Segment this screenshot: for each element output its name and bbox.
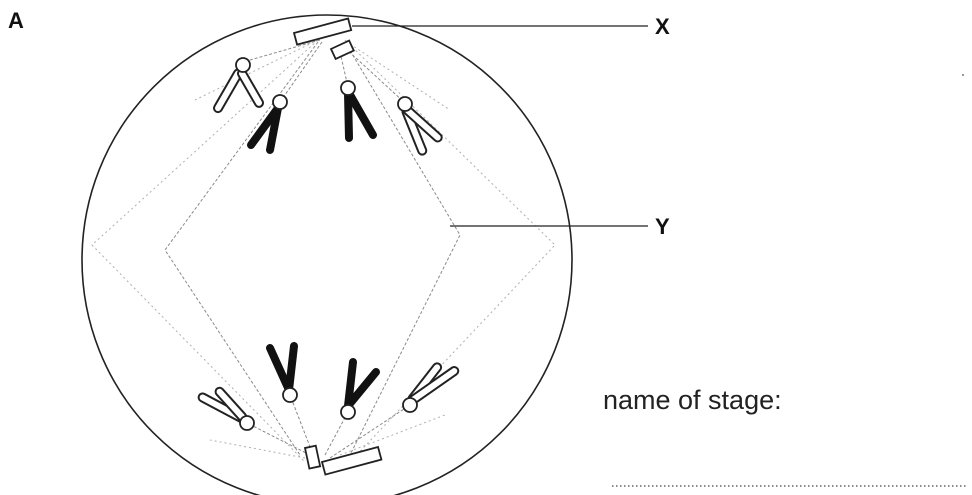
chromosome-outline-top-right	[398, 97, 443, 156]
label-y: Y	[655, 214, 670, 239]
centriole-top-large	[294, 19, 351, 45]
chromosome-solid-top-2	[341, 81, 373, 138]
stage-prompt: name of stage:	[603, 385, 782, 415]
chromosome-outline-bottom-left	[197, 386, 254, 430]
label-x: X	[655, 14, 670, 39]
centriole-bottom-small	[305, 446, 320, 469]
chromosome-solid-bottom-2	[341, 362, 376, 419]
chromosome-outline-top-left	[213, 58, 265, 114]
panel-label: A	[8, 8, 24, 33]
spindle-fibres	[92, 40, 555, 462]
centriole-top-small	[331, 41, 354, 59]
top-chromosomes	[213, 58, 444, 156]
bottom-centrioles	[305, 446, 381, 475]
chromosome-outline-bottom-right	[403, 362, 460, 412]
chromosome-solid-bottom-1	[270, 346, 297, 402]
cell-membrane	[82, 15, 572, 495]
bottom-chromosomes	[197, 346, 460, 430]
top-centrioles	[294, 19, 354, 59]
speck	[962, 74, 964, 76]
